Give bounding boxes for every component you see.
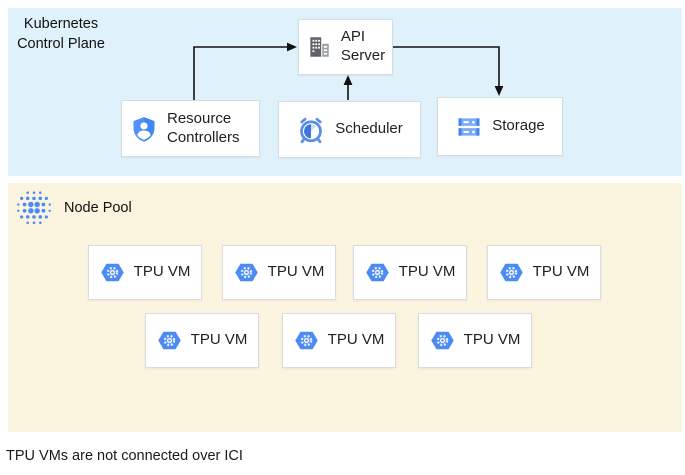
node-tpu-vm: TPU VM [282, 313, 396, 368]
node-label: Scheduler [335, 120, 403, 138]
node-tpu-vm: TPU VM [145, 313, 259, 368]
node-label: TPU VM [190, 331, 248, 349]
node-label: TPU VM [532, 263, 590, 281]
control-plane-label: Kubernetes Control Plane [17, 16, 105, 52]
hexagon-gear-icon [430, 328, 455, 353]
node-tpu-vm: TPU VM [88, 245, 202, 300]
node-tpu-vm: TPU VM [487, 245, 601, 300]
node-api-server: API Server [298, 19, 393, 75]
node-label: TPU VM [267, 263, 325, 281]
alarm-clock-icon [296, 115, 326, 145]
tpu-dots-icon [14, 188, 54, 228]
node-label: TPU VM [133, 263, 191, 281]
hexagon-gear-icon [100, 260, 125, 285]
node-storage: Storage [437, 97, 563, 156]
hexagon-gear-icon [234, 260, 259, 285]
hexagon-gear-icon [157, 328, 182, 353]
node-pool-zone [8, 183, 682, 432]
node-tpu-vm: TPU VM [353, 245, 467, 300]
node-label: Resource Controllers [167, 109, 240, 146]
node-scheduler: Scheduler [278, 101, 421, 158]
node-tpu-vm: TPU VM [222, 245, 336, 300]
node-label: TPU VM [463, 331, 521, 349]
server-stack-icon [455, 113, 483, 141]
hexagon-gear-icon [294, 328, 319, 353]
node-pool-label: Node Pool [64, 200, 132, 216]
building-icon [306, 34, 332, 60]
node-label: TPU VM [398, 263, 456, 281]
node-label: API Server [340, 28, 386, 64]
node-tpu-vm: TPU VM [418, 313, 532, 368]
shield-user-icon [130, 115, 158, 143]
hexagon-gear-icon [499, 260, 524, 285]
node-resource-controllers: Resource Controllers [121, 100, 260, 157]
node-label: TPU VM [327, 331, 385, 349]
node-label: Storage [492, 117, 545, 135]
node-pool-header: Node Pool [14, 188, 132, 228]
hexagon-gear-icon [365, 260, 390, 285]
diagram-caption: TPU VMs are not connected over ICI [6, 448, 243, 464]
